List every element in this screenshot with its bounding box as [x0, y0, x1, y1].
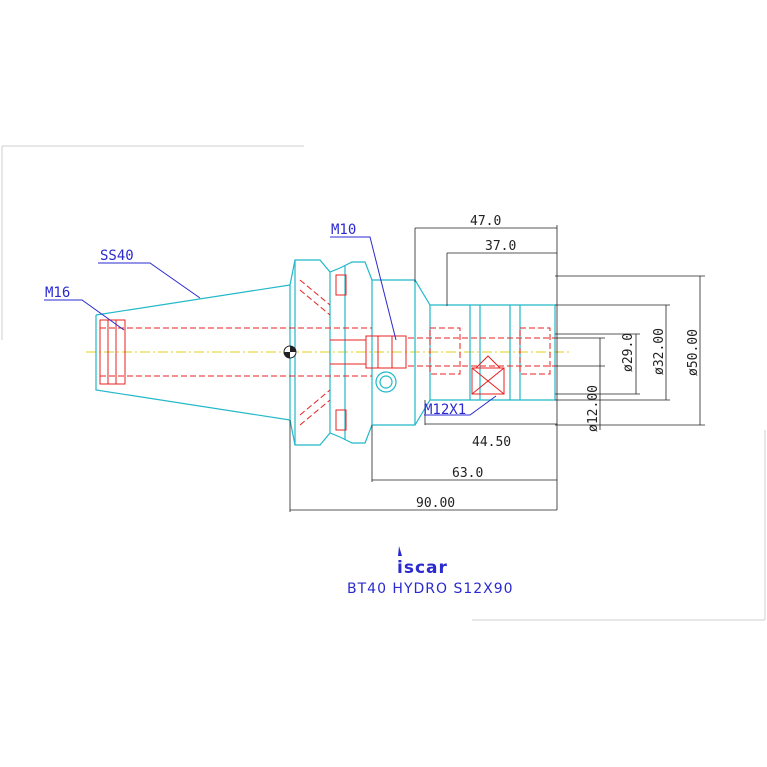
label-m16: M16	[45, 285, 70, 301]
origin-marker	[283, 345, 297, 359]
holder-body	[371, 279, 556, 426]
label-m10: M10	[331, 222, 356, 238]
label-ss40: SS40	[100, 248, 134, 264]
dim-44-50: 44.50	[472, 435, 511, 450]
sheet-frame	[1, 145, 766, 621]
label-m12x1: M12X1	[424, 402, 466, 418]
logo-text: iscar	[397, 558, 448, 578]
dim-dia-50: ø50.00	[686, 329, 701, 376]
dim-dia-32: ø32.00	[652, 328, 667, 375]
flange-keys	[299, 274, 366, 431]
dim-dia-29: ø29.0	[621, 333, 636, 372]
dimension-lines	[289, 225, 705, 512]
dim-90: 90.00	[416, 496, 455, 511]
part-title: BT40 HYDRO S12X90	[347, 581, 514, 597]
flange	[289, 259, 373, 446]
dim-47: 47.0	[470, 214, 501, 229]
internal-bore	[99, 319, 555, 395]
dim-37: 37.0	[485, 239, 516, 254]
dim-63: 63.0	[452, 466, 483, 481]
leader-lines	[44, 236, 497, 416]
brand-logo: iscar	[397, 546, 448, 578]
dim-dia-12: ø12.00	[586, 385, 601, 432]
